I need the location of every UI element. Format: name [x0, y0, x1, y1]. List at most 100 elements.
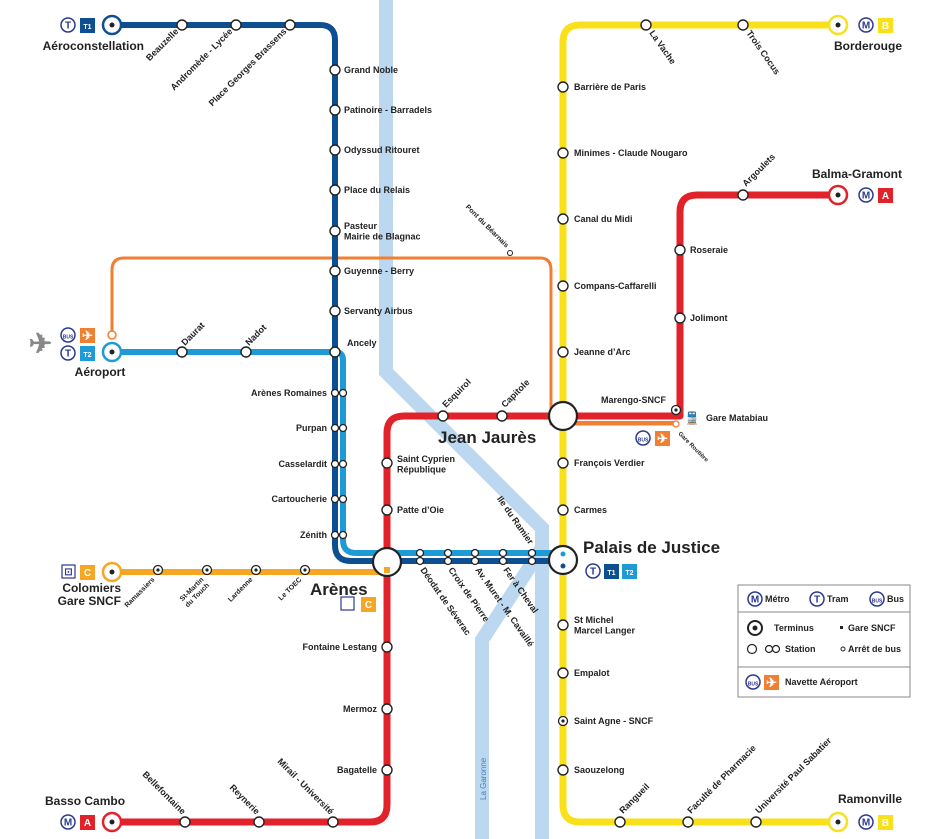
station-marker[interactable] — [498, 548, 508, 558]
station-marker[interactable] — [330, 388, 340, 398]
station[interactable]: François Verdier — [557, 457, 645, 469]
station[interactable]: Servanty Airbus — [329, 305, 413, 317]
station[interactable]: Saouzelong — [557, 764, 625, 776]
station-marker[interactable] — [614, 816, 626, 828]
station[interactable]: Bellefontaine — [141, 769, 191, 828]
station-marker[interactable] — [682, 816, 694, 828]
station-marker[interactable] — [557, 504, 569, 516]
station-marker[interactable] — [381, 641, 393, 653]
station[interactable]: Minimes - Claude Nougaro — [557, 147, 688, 159]
station-arenes[interactable] — [371, 546, 403, 578]
station-marker[interactable] — [557, 619, 569, 631]
station-marker[interactable] — [750, 816, 762, 828]
station-marker[interactable] — [640, 19, 652, 31]
station-palais-de-justice-marker[interactable] — [547, 544, 579, 576]
station-marker[interactable] — [557, 764, 569, 776]
station[interactable]: Mirail - Université — [276, 756, 339, 828]
station[interactable]: Barrière de Paris — [557, 81, 646, 93]
station-marker[interactable] — [381, 764, 393, 776]
terminus-colomiers[interactable] — [101, 561, 123, 583]
station-marker[interactable] — [470, 548, 480, 558]
station[interactable]: Jeanne d’Arc — [557, 346, 631, 358]
station[interactable]: Bagatelle — [337, 764, 393, 776]
station-jean-jaures-marker[interactable] — [547, 400, 579, 432]
station-marker[interactable] — [230, 19, 242, 31]
bus-stop-marker[interactable] — [507, 250, 513, 256]
station[interactable]: Casselardit — [278, 459, 348, 469]
station-marker[interactable] — [329, 346, 341, 358]
station-marker[interactable] — [443, 548, 453, 558]
station-marker[interactable] — [557, 280, 569, 292]
station[interactable]: Guyenne - Berry — [329, 265, 414, 277]
station-marker[interactable] — [674, 312, 686, 324]
station-marker[interactable] — [179, 816, 191, 828]
station-marker[interactable] — [415, 548, 425, 558]
terminus-borderouge[interactable] — [827, 14, 849, 36]
station-marker[interactable] — [381, 504, 393, 516]
station-marker[interactable] — [557, 81, 569, 93]
station-marker[interactable] — [330, 494, 340, 504]
station[interactable]: Saint Agne - SNCF — [557, 715, 654, 727]
station[interactable]: Carmes — [557, 504, 607, 516]
station[interactable]: Grand Noble — [329, 64, 398, 76]
station[interactable]: Pont du Béarnais — [464, 204, 513, 256]
station-marker[interactable] — [557, 457, 569, 469]
station-marker[interactable] — [674, 244, 686, 256]
terminus-aeroconstellation[interactable] — [101, 14, 123, 36]
station-marker[interactable] — [557, 667, 569, 679]
station-marker[interactable] — [557, 147, 569, 159]
station[interactable]: Ancely — [329, 338, 377, 358]
station[interactable]: Université Paul Sabatier — [750, 735, 834, 828]
station[interactable]: Roseraie — [674, 244, 728, 256]
station-marker[interactable] — [329, 265, 341, 277]
station[interactable]: Faculté de Pharmacie — [682, 743, 758, 828]
station-marker[interactable] — [381, 703, 393, 715]
station[interactable]: Purpan — [296, 423, 348, 433]
station[interactable]: Place du Relais — [329, 184, 410, 196]
station-marker[interactable] — [329, 64, 341, 76]
station[interactable]: Fontaine Lestang — [302, 641, 393, 653]
station-marker[interactable] — [496, 410, 508, 422]
station-marker[interactable] — [329, 305, 341, 317]
terminus-aeroport[interactable] — [101, 341, 123, 363]
station-marker[interactable] — [737, 189, 749, 201]
station-marker[interactable] — [240, 346, 252, 358]
station-marker[interactable] — [737, 19, 749, 31]
station-marker[interactable] — [329, 184, 341, 196]
station-marker[interactable] — [176, 346, 188, 358]
station-marker[interactable] — [329, 225, 341, 237]
station-marker[interactable] — [327, 816, 339, 828]
station-arenes-marker[interactable] — [371, 546, 403, 578]
station[interactable]: Compans-Caffarelli — [557, 280, 657, 292]
station-marker[interactable] — [330, 530, 340, 540]
navette-terminus[interactable] — [107, 330, 117, 340]
station[interactable]: Odyssud Ritouret — [329, 144, 420, 156]
gare-routiere-stop[interactable] — [672, 420, 680, 428]
station[interactable]: Arènes Romaines — [251, 388, 348, 398]
station[interactable]: Patinoire - Barradels — [329, 104, 432, 116]
station-marker[interactable] — [253, 816, 265, 828]
station-marker[interactable] — [557, 346, 569, 358]
station-marker[interactable] — [527, 548, 537, 558]
station[interactable]: Canal du Midi — [557, 213, 633, 225]
station[interactable]: Marengo-SNCF — [601, 395, 682, 416]
station[interactable]: Mermoz — [343, 703, 393, 715]
station[interactable]: Cartoucherie — [271, 494, 348, 504]
station-marker[interactable] — [330, 423, 340, 433]
station-marker[interactable] — [176, 19, 188, 31]
station[interactable]: Zénith — [300, 530, 348, 540]
station-marker[interactable] — [329, 144, 341, 156]
terminus-balma[interactable] — [827, 184, 849, 206]
terminus-ramonville[interactable] — [827, 811, 849, 833]
station-marker[interactable] — [284, 19, 296, 31]
station-jean-jaures[interactable] — [547, 400, 579, 432]
station[interactable]: Empalot — [557, 667, 610, 679]
station-marker[interactable] — [381, 457, 393, 469]
station-marker[interactable] — [330, 459, 340, 469]
station-marker[interactable] — [437, 410, 449, 422]
station-marker[interactable] — [557, 213, 569, 225]
station[interactable]: Patte d’Oie — [381, 504, 444, 516]
